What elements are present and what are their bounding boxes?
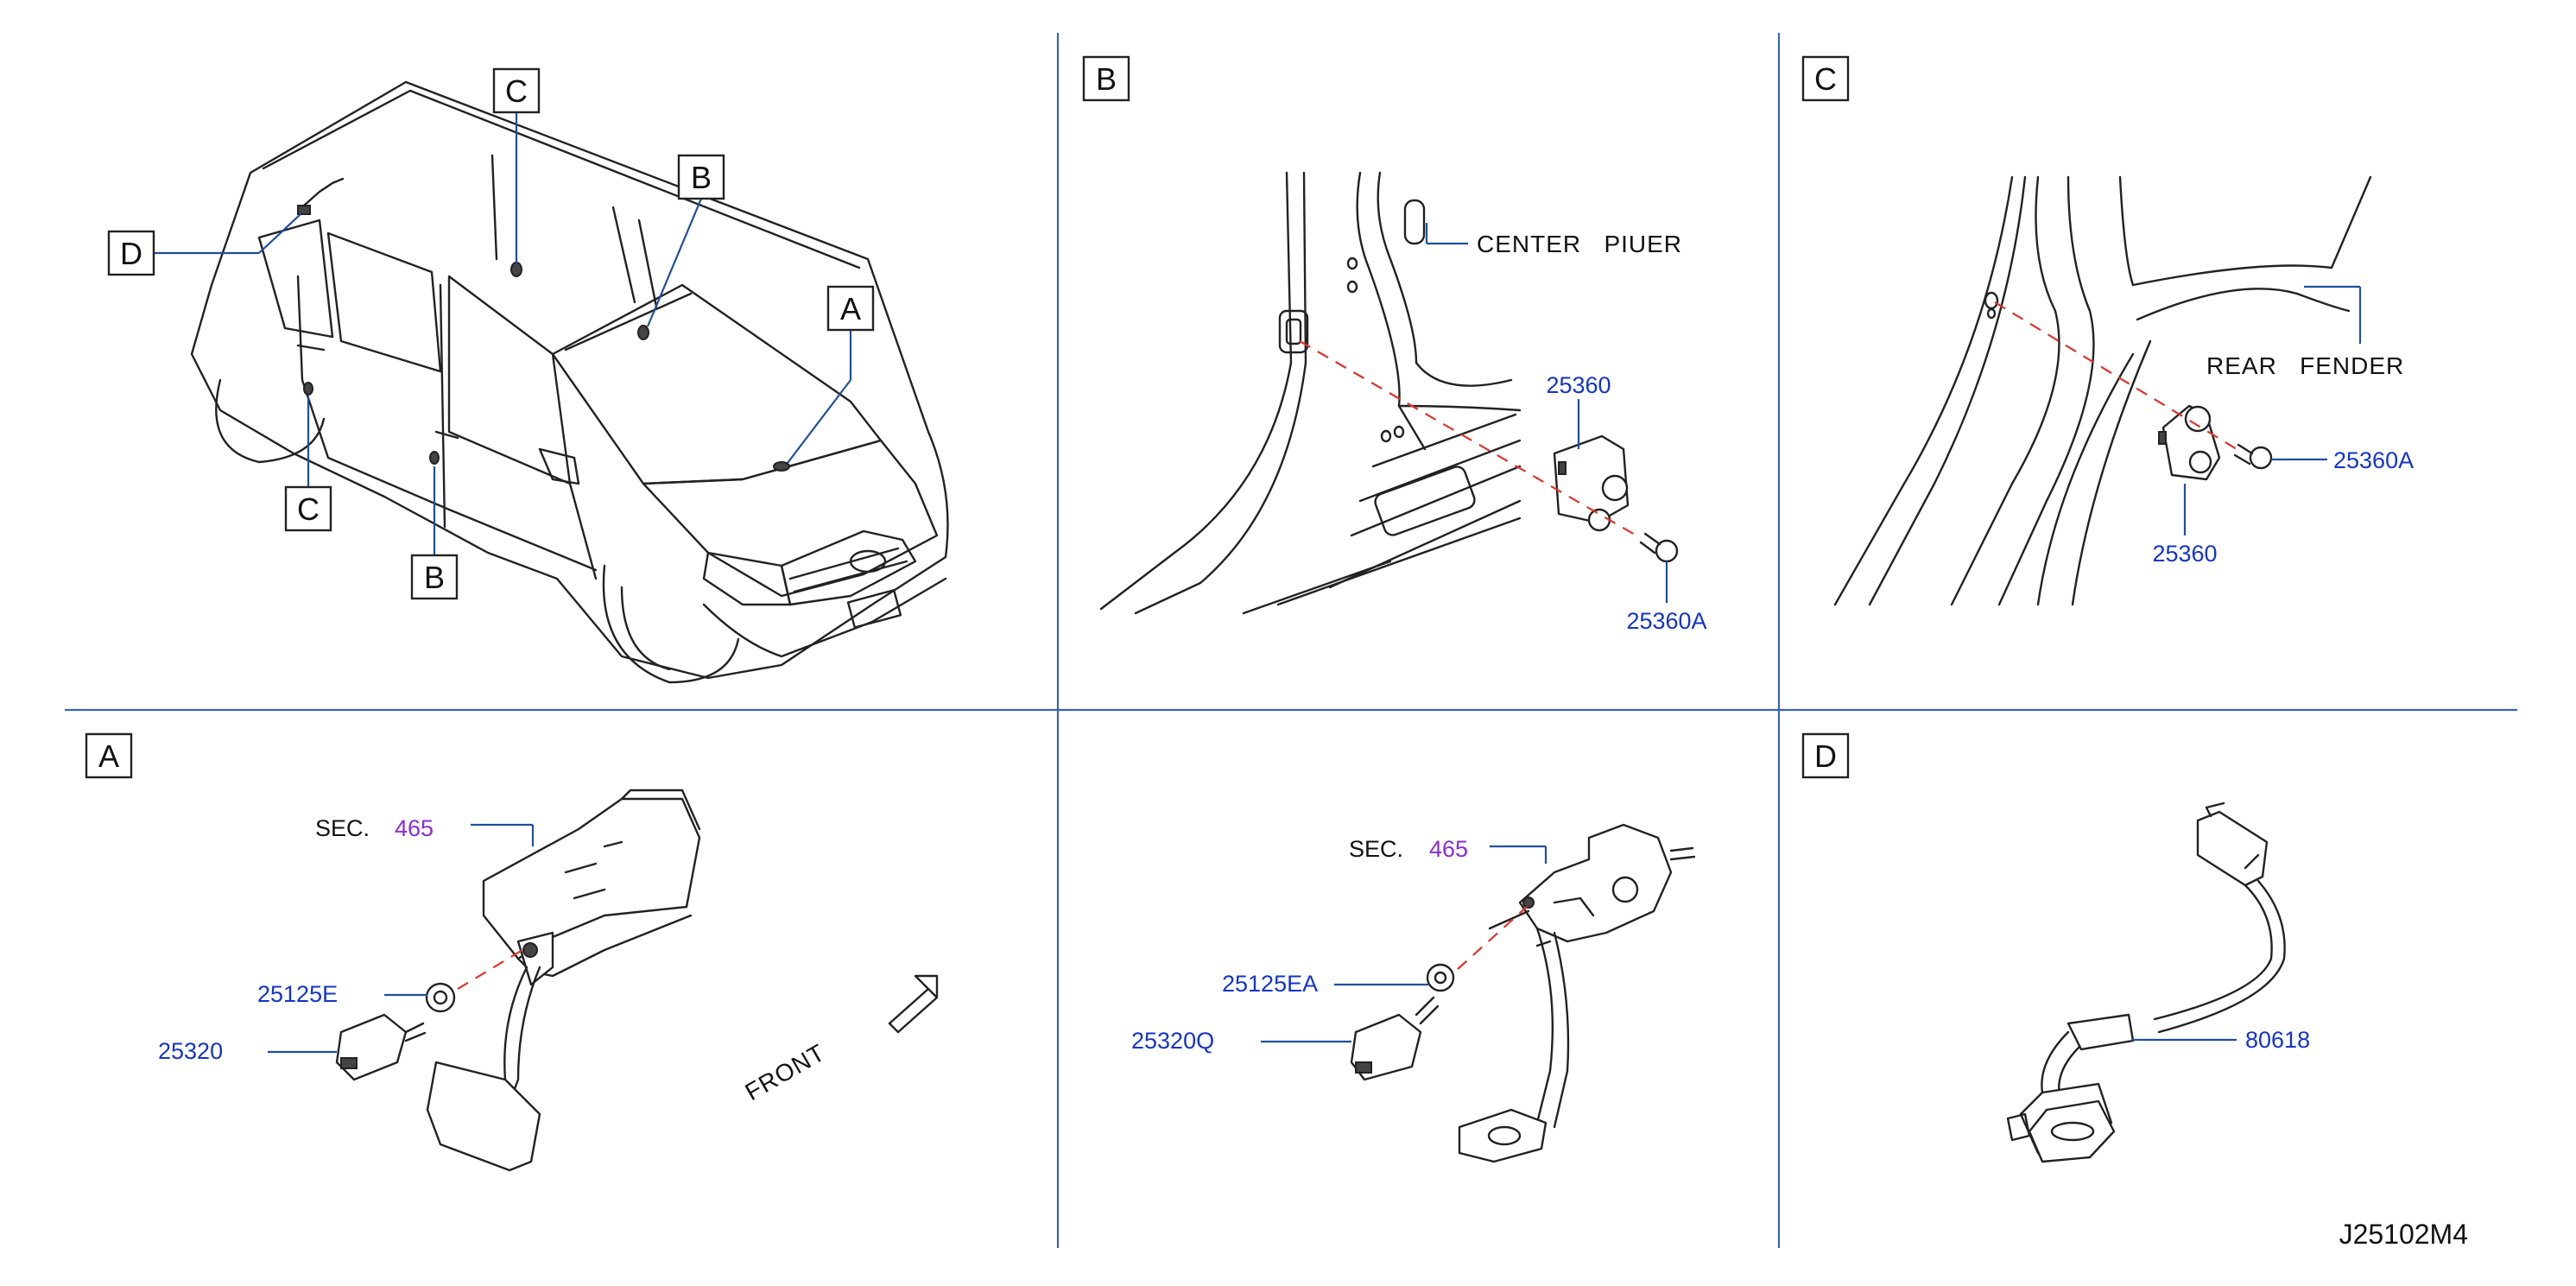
callout-box-b-top: B xyxy=(677,154,725,200)
svg-text:C: C xyxy=(1814,61,1837,97)
trunk-switch-harness-d xyxy=(2006,801,2286,1163)
svg-text:B: B xyxy=(1096,61,1117,97)
part-number-25320q: 25320Q xyxy=(1131,1028,1214,1054)
callout-box-a: A xyxy=(826,285,875,332)
center-pillar-label: CENTER PIUER xyxy=(1477,231,1682,257)
panel-c-heading-box: C xyxy=(1801,55,1850,102)
callout-box-d: D xyxy=(107,230,155,276)
center-pillar-drawing xyxy=(1099,171,1522,615)
panel-a-heading-box: A xyxy=(85,732,133,779)
sec-number-a: 465 xyxy=(395,815,434,841)
part-number-25125e: 25125E xyxy=(257,981,338,1007)
rear-fender-drawing xyxy=(1833,175,2372,606)
overview-leaders xyxy=(154,112,852,555)
part-number-25320: 25320 xyxy=(158,1038,223,1064)
part-number-25360a-c: 25360A xyxy=(2333,447,2414,473)
diagram-code: J25102M4 xyxy=(2339,1219,2468,1250)
stop-lamp-switch-a2 xyxy=(1350,996,1440,1081)
part-number-25125ea: 25125EA xyxy=(1222,971,1318,997)
door-switch-b xyxy=(1553,434,1630,532)
part-number-80618: 80618 xyxy=(2245,1027,2310,1053)
svg-text:C: C xyxy=(297,491,320,527)
svg-text:B: B xyxy=(691,160,712,195)
vehicle-overview xyxy=(190,80,949,684)
panel-a2-lines xyxy=(1261,845,1547,1043)
svg-text:A: A xyxy=(98,738,119,774)
bolt-c xyxy=(2233,443,2273,470)
svg-text:D: D xyxy=(1814,738,1837,774)
svg-text:B: B xyxy=(424,560,445,595)
panel-d-heading-box: D xyxy=(1801,732,1850,779)
clip-nut-a xyxy=(425,982,456,1013)
front-arrow-icon xyxy=(888,974,939,1034)
clip-nut-a2 xyxy=(1426,963,1455,992)
svg-text:A: A xyxy=(840,291,861,326)
rear-fender-label: REAR FENDER xyxy=(2206,352,2404,379)
callout-box-c-bottom: C xyxy=(284,485,332,532)
part-number-25360-c: 25360 xyxy=(2152,541,2217,567)
panel-b-lines xyxy=(1299,223,1668,603)
part-number-25360-b: 25360 xyxy=(1546,372,1611,398)
sec-prefix-a: SEC. xyxy=(315,815,370,841)
sec-prefix-a2: SEC. xyxy=(1349,836,1403,862)
panel-dividers xyxy=(65,33,2517,1248)
svg-text:D: D xyxy=(120,236,142,271)
part-number-25360a-b: 25360A xyxy=(1626,608,1706,634)
brake-pedal-drawing-a xyxy=(426,789,701,1172)
sec-number-a2: 465 xyxy=(1429,836,1468,862)
bolt-b xyxy=(1639,532,1679,563)
panel-a-lines xyxy=(268,823,535,1054)
brake-pedal-drawing-a2 xyxy=(1458,823,1696,1163)
svg-text:C: C xyxy=(505,73,528,109)
door-switch-c xyxy=(2158,404,2221,481)
callout-box-c-top: C xyxy=(492,67,541,114)
stop-lamp-switch-a xyxy=(335,1013,427,1081)
callout-box-b-bottom: B xyxy=(410,554,459,600)
panel-b-heading-box: B xyxy=(1082,55,1130,102)
panel-c-lines xyxy=(1994,285,2362,535)
front-label: FRONT xyxy=(741,1039,830,1106)
